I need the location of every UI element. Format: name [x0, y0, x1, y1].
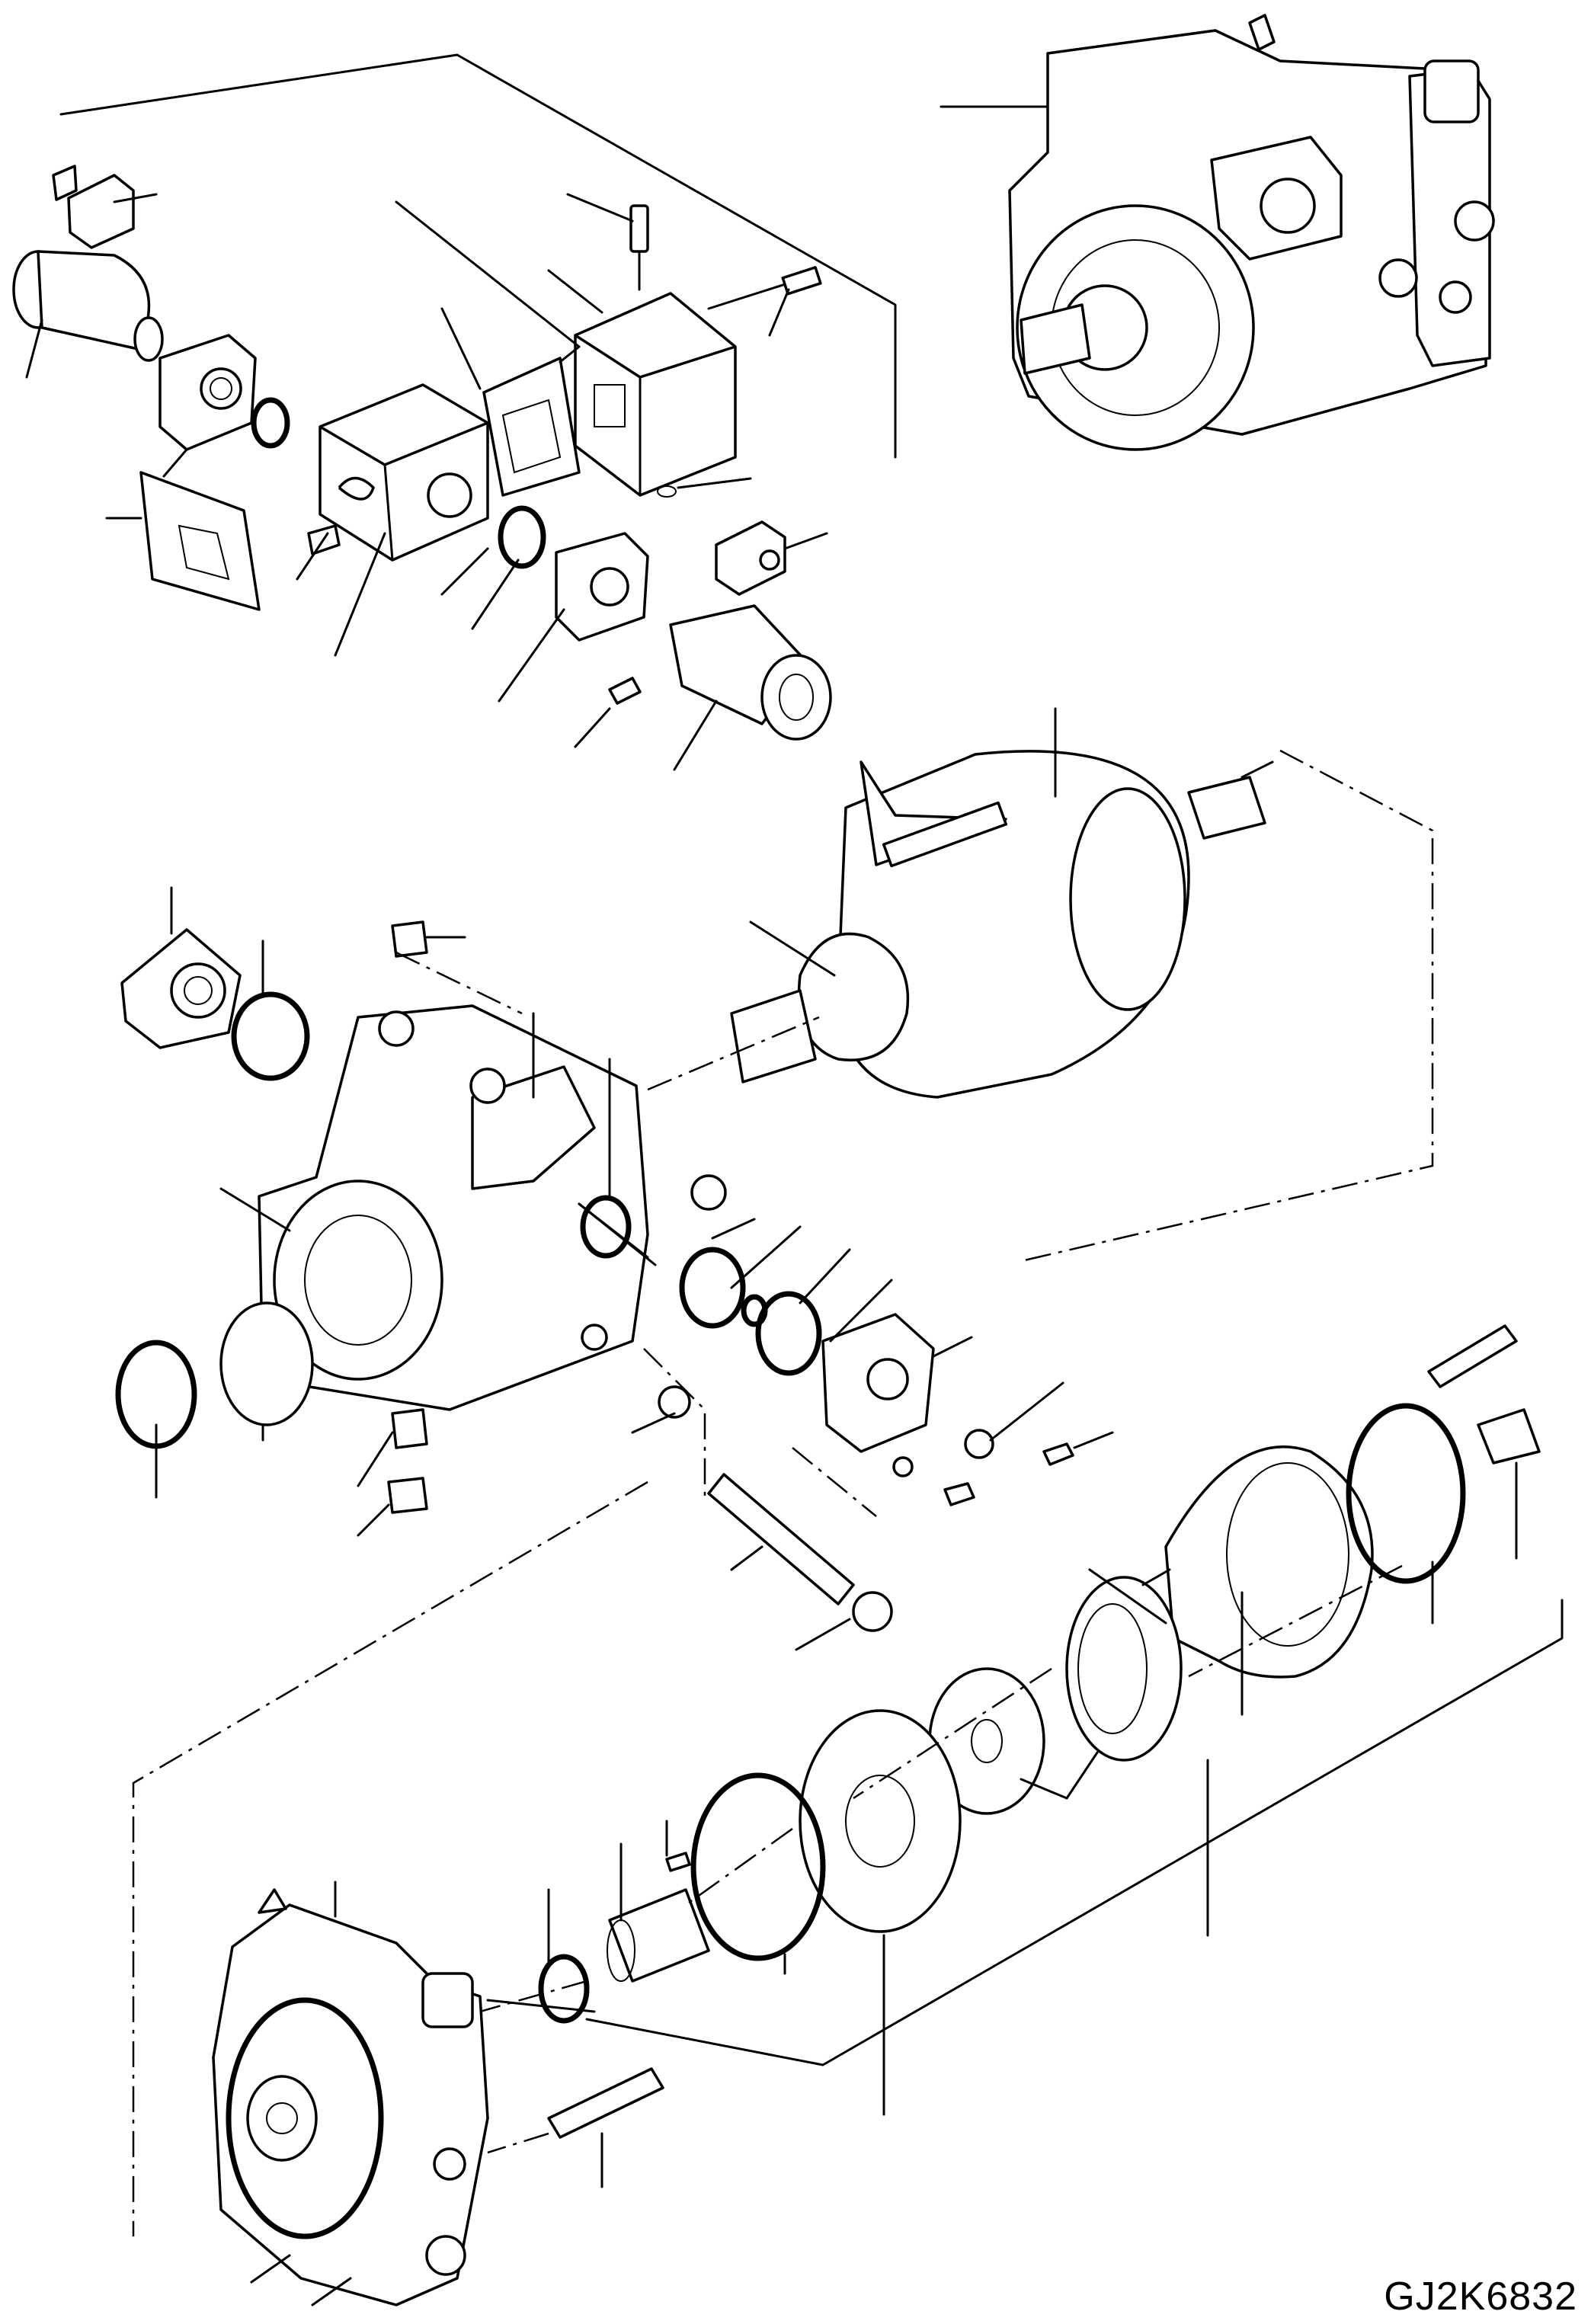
gasket-upper	[482, 357, 581, 497]
leader-rotor-c	[1240, 760, 1274, 779]
center-lines	[132, 749, 1434, 2236]
bearing-plate	[799, 1709, 962, 1933]
cap-screw-long	[1427, 1324, 1518, 1388]
solenoid-coil-upper	[12, 250, 164, 362]
solenoid-connector-upper	[52, 165, 135, 249]
assembled-pump	[940, 14, 1495, 451]
lower-pin	[391, 1408, 428, 1449]
o-ring-mid-c	[755, 1291, 822, 1376]
seal-ring-front	[219, 1301, 314, 1426]
o-ring-end	[1346, 1403, 1466, 1584]
snap-ring-rear	[538, 1954, 590, 2024]
o-ring-mid-a	[679, 1247, 746, 1329]
leader-lines-lower	[250, 1461, 1564, 2306]
screw-small-a	[1042, 1442, 1074, 1466]
o-ring-upper-b	[498, 505, 546, 569]
nut-a	[964, 1429, 994, 1459]
adjust-screw	[578, 1202, 649, 1259]
leader-lines-upper	[25, 193, 828, 771]
rotating-group	[730, 750, 1266, 1099]
small-screw	[608, 677, 642, 705]
cap-screw-top	[391, 920, 428, 958]
adapter-plate-lower	[555, 532, 649, 642]
screw-small-b	[943, 1482, 975, 1506]
drawing-reference-code: GJ2K6832	[1384, 2274, 1577, 2319]
valve-block	[319, 383, 489, 562]
sleeve	[1477, 1408, 1541, 1465]
o-ring-upper-a	[251, 397, 290, 449]
control-valve-group	[12, 53, 897, 741]
drive-sleeve	[607, 1888, 710, 1983]
cover-block	[574, 292, 737, 497]
threaded-rod	[707, 1473, 893, 1632]
bolt-angled	[707, 266, 822, 310]
o-ring-piston	[580, 1195, 632, 1259]
lower-bolt	[387, 1477, 428, 1514]
pump-housing	[258, 1004, 657, 1411]
o-ring-side	[231, 991, 310, 1081]
leader-lines-middle	[155, 886, 1114, 1651]
gasket-lower	[139, 471, 261, 611]
o-ring-plate	[690, 1772, 826, 1961]
solenoid-coil-lower	[669, 604, 832, 741]
control-flange	[821, 1313, 935, 1453]
adapter-plate-upper	[158, 334, 257, 451]
rear-cap-screw	[547, 2067, 664, 2139]
solenoid-connector-lower	[715, 520, 786, 596]
gear-ring	[1065, 1576, 1183, 1762]
pump-end-cover	[1164, 1445, 1374, 1679]
side-flange	[120, 928, 242, 1049]
leader-rotor-b	[749, 920, 836, 977]
plug-a	[690, 1174, 727, 1211]
washer	[892, 1456, 914, 1477]
port-plate	[212, 1888, 489, 2306]
bolt-vertical	[629, 204, 649, 291]
key	[665, 1852, 691, 1872]
small-seal	[657, 485, 677, 498]
plug-b	[658, 1385, 691, 1419]
